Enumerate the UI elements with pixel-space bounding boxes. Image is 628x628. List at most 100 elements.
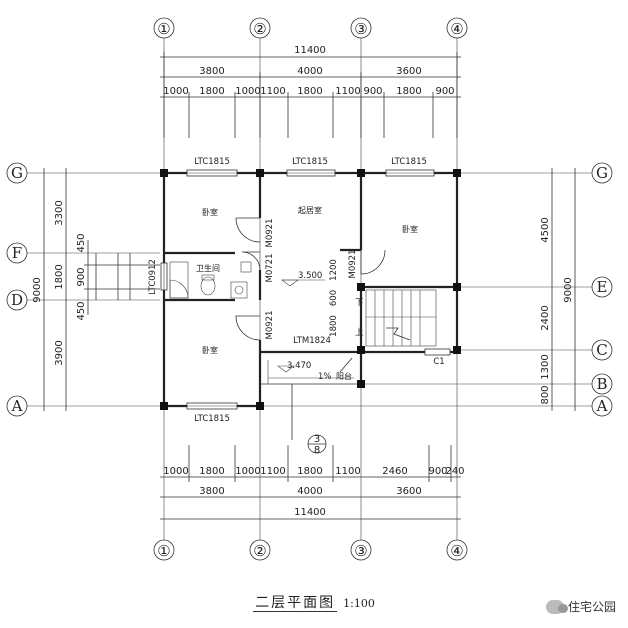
dim-top-detail-4: 1100 bbox=[260, 86, 285, 97]
watermark: 住宅公园 bbox=[545, 598, 616, 615]
dim-bottom-detail-6: 1100 bbox=[335, 466, 360, 477]
drawing-title-block: 二层平面图 1:100 bbox=[0, 592, 628, 612]
dim-left-detail-3: 450 bbox=[76, 301, 87, 320]
doors bbox=[235, 217, 386, 341]
dim-right-total: 9000 bbox=[563, 277, 574, 302]
dim-left-total: 9000 bbox=[32, 277, 43, 302]
dim-bottom-bay-2: 4000 bbox=[297, 486, 322, 497]
room-bathroom: 卫生间 bbox=[196, 263, 220, 273]
axis-right-G: G bbox=[596, 164, 608, 182]
axis-top-1: ① bbox=[157, 20, 170, 38]
axis-bottom-1: ① bbox=[157, 542, 170, 560]
room-labels: 卧室 起居室 卧室 卫生间 卧室 bbox=[196, 205, 418, 355]
room-bedroom-sw: 卧室 bbox=[202, 345, 218, 355]
staircase: 下 上 bbox=[355, 289, 437, 347]
dim-top-detail-3: 1000 bbox=[235, 86, 260, 97]
window-tag-ne: LTC1815 bbox=[391, 157, 427, 167]
axis-bottom-2: ② bbox=[253, 542, 266, 560]
watermark-text: 住宅公园 bbox=[567, 600, 616, 614]
door-tag-3: M0921 bbox=[265, 311, 275, 340]
window-tag-c1: C1 bbox=[433, 357, 444, 367]
dim-bottom-detail-7: 2460 bbox=[382, 466, 407, 477]
dim-bottom-detail-1: 1000 bbox=[163, 466, 188, 477]
door-tag-ltm: LTM1824 bbox=[293, 336, 331, 346]
dim-top-bay-1: 3800 bbox=[199, 66, 224, 77]
dim-top-detail-5: 1800 bbox=[297, 86, 322, 97]
dim-top-detail-6: 1100 bbox=[335, 86, 360, 97]
dim-right-bay-3: 1300 bbox=[540, 354, 551, 379]
elevation-marker: 3.500 bbox=[281, 271, 325, 287]
dimensions-right: 9000 4500 2400 1300 800 bbox=[540, 168, 576, 411]
dim-bottom-bay-3: 3600 bbox=[396, 486, 421, 497]
dimensions-bottom: 1000 1800 1000 1100 1800 1100 2460 900 2… bbox=[160, 445, 465, 520]
dim-right-bay-4: 800 bbox=[540, 385, 551, 404]
dim-bottom-total: 11400 bbox=[294, 507, 326, 518]
axis-right-C: C bbox=[596, 341, 607, 359]
axis-top-4: ④ bbox=[450, 20, 463, 38]
axis-right-E: E bbox=[597, 278, 608, 296]
windows bbox=[160, 169, 451, 410]
window-tag-n: LTC1815 bbox=[292, 157, 328, 167]
dim-top-detail-9: 900 bbox=[435, 86, 454, 97]
dim-left-bay-2: 1800 bbox=[54, 264, 65, 289]
dim-bottom-detail-8: 900 bbox=[428, 466, 447, 477]
door-tag-4: M0921 bbox=[348, 250, 358, 279]
sink-icon bbox=[230, 281, 248, 299]
dim-top-detail-7: 900 bbox=[363, 86, 382, 97]
dim-right-bay-1: 4500 bbox=[540, 217, 551, 242]
section-marker: 3 8 bbox=[291, 384, 327, 456]
dim-top-total: 11400 bbox=[294, 45, 326, 56]
window-tag-s: LTC1815 bbox=[194, 414, 230, 424]
dim-label-1200: 1200 bbox=[329, 259, 339, 281]
elevation-interior: 3.500 bbox=[298, 271, 322, 281]
dim-top-bay-3: 3600 bbox=[396, 66, 421, 77]
toilet-icon bbox=[200, 276, 216, 296]
dim-left-bay-3: 3900 bbox=[54, 340, 65, 365]
axis-bottom-3: ③ bbox=[354, 542, 367, 560]
axis-right-B: B bbox=[596, 375, 607, 393]
dim-top-detail-8: 1800 bbox=[396, 86, 421, 97]
stair-down-label: 下 bbox=[355, 298, 364, 308]
dim-bottom-detail-3: 1000 bbox=[235, 466, 260, 477]
dim-bottom-bay-1: 3800 bbox=[199, 486, 224, 497]
dim-left-detail-1: 450 bbox=[76, 233, 87, 252]
wechat-icon bbox=[545, 599, 568, 614]
axis-top-2: ② bbox=[253, 20, 266, 38]
axis-bubbles: ① ② ③ ④ ① ② ③ ④ G F D A G E C B A bbox=[6, 17, 613, 561]
axis-top-3: ③ bbox=[354, 20, 367, 38]
door-tag-2: M0721 bbox=[265, 254, 275, 283]
dimensions-top: 11400 3800 4000 3600 1000 1800 1000 1100… bbox=[160, 45, 461, 138]
dim-bottom-detail-5: 1800 bbox=[297, 466, 322, 477]
window-tag-bath: LTC0912 bbox=[148, 259, 158, 295]
stair-up-label: 上 bbox=[355, 328, 364, 338]
dim-top-detail-1: 1000 bbox=[163, 86, 188, 97]
room-balcony: 阳台 bbox=[336, 371, 352, 381]
dim-left-bay-1: 3300 bbox=[54, 200, 65, 225]
dim-top-detail-2: 1800 bbox=[199, 86, 224, 97]
room-bedroom-ne: 卧室 bbox=[402, 224, 418, 234]
room-bedroom-nw: 卧室 bbox=[202, 207, 218, 217]
axis-left-A: A bbox=[11, 397, 23, 415]
axis-bottom-4: ④ bbox=[450, 542, 463, 560]
dim-bottom-detail-4: 1100 bbox=[260, 466, 285, 477]
section-number-bottom: 8 bbox=[314, 445, 320, 456]
room-living: 起居室 bbox=[298, 205, 322, 215]
slope-label: 1% bbox=[318, 372, 332, 382]
balcony: 阳台 1% 3.470 bbox=[267, 357, 354, 384]
opening-labels: LTC1815 LTC1815 LTC1815 LTC1815 LTC0912 … bbox=[148, 157, 445, 424]
dim-right-bay-2: 2400 bbox=[540, 305, 551, 330]
drawing-title: 二层平面图 bbox=[253, 595, 338, 612]
dim-label-1800: 1800 bbox=[329, 315, 339, 337]
drawing-scale: 1:100 bbox=[343, 597, 375, 610]
axis-left-D: D bbox=[11, 291, 23, 309]
axis-left-G: G bbox=[11, 164, 23, 182]
dim-bottom-detail-2: 1800 bbox=[199, 466, 224, 477]
dim-label-600: 600 bbox=[329, 290, 339, 306]
dim-bottom-detail-9: 240 bbox=[445, 466, 464, 477]
dim-top-bay-2: 4000 bbox=[297, 66, 322, 77]
axis-right-A: A bbox=[596, 397, 608, 415]
columns bbox=[160, 169, 461, 410]
elevation-balcony: 3.470 bbox=[287, 361, 311, 371]
section-number-top: 3 bbox=[314, 434, 320, 445]
